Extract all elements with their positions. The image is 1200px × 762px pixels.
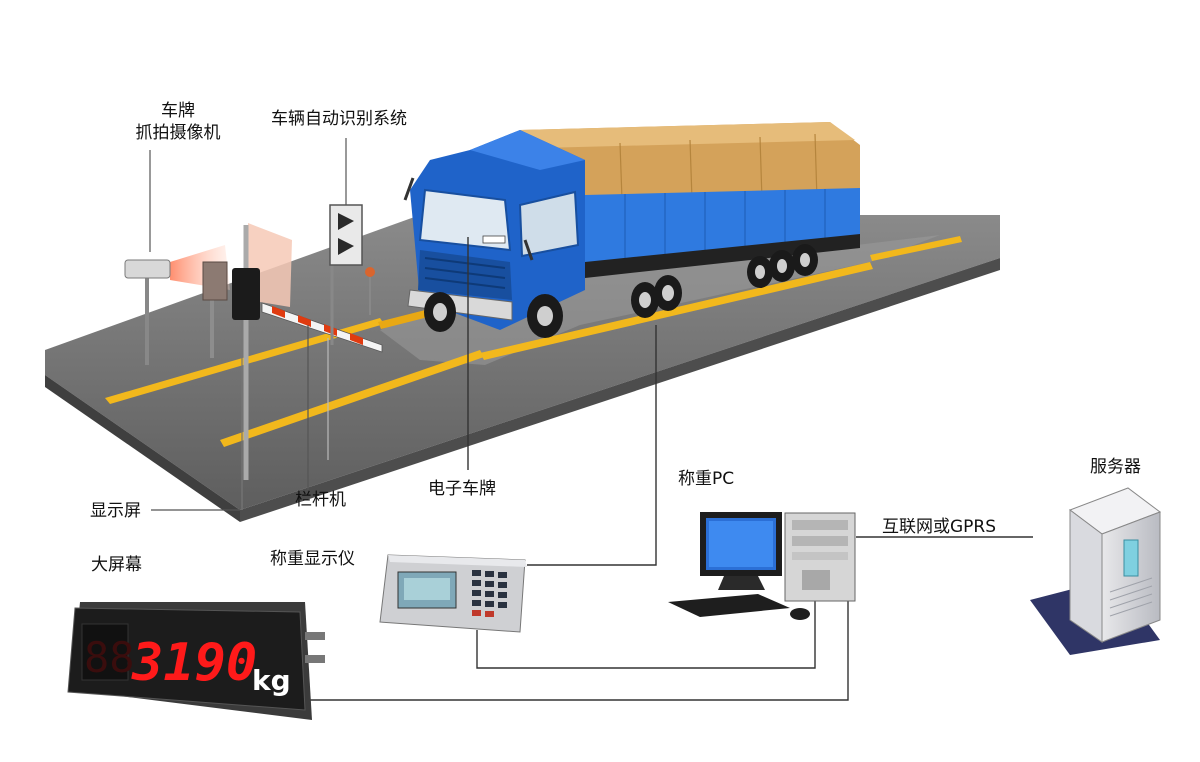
led-ghost-digits: 88 xyxy=(84,633,135,682)
label-internet-gprs: 互联网或GPRS xyxy=(882,517,997,537)
server xyxy=(1030,487,1162,655)
vehicle-id-sign xyxy=(329,138,375,345)
truck xyxy=(403,122,860,338)
label-barrier-gate: 栏杆机 xyxy=(295,490,346,510)
connection-lines xyxy=(310,237,1033,701)
label-weighing-indicator: 称重显示仪 xyxy=(270,549,355,569)
weighing-indicator xyxy=(379,554,527,633)
label-plate-camera: 车牌 抓拍摄像机 xyxy=(118,100,238,144)
label-vehicle-id-system: 车辆自动识别系统 xyxy=(271,109,407,129)
label-plate-camera-line1: 车牌 xyxy=(161,101,195,121)
label-electronic-plate: 电子车牌 xyxy=(428,479,496,499)
weighing-pc xyxy=(668,512,856,620)
label-server: 服务器 xyxy=(1090,457,1141,477)
label-weighing-pc: 称重PC xyxy=(678,469,735,489)
led-digits: 3190 xyxy=(131,633,257,693)
label-display-screen: 显示屏 xyxy=(90,501,141,521)
display-screen-pole xyxy=(151,225,260,511)
barrier-gate xyxy=(261,302,383,490)
label-large-screen: 大屏幕 xyxy=(91,555,142,575)
label-plate-camera-line2: 抓拍摄像机 xyxy=(135,123,221,143)
led-unit: kg xyxy=(252,664,291,697)
big-led-display: 88 3190 kg xyxy=(67,602,325,720)
